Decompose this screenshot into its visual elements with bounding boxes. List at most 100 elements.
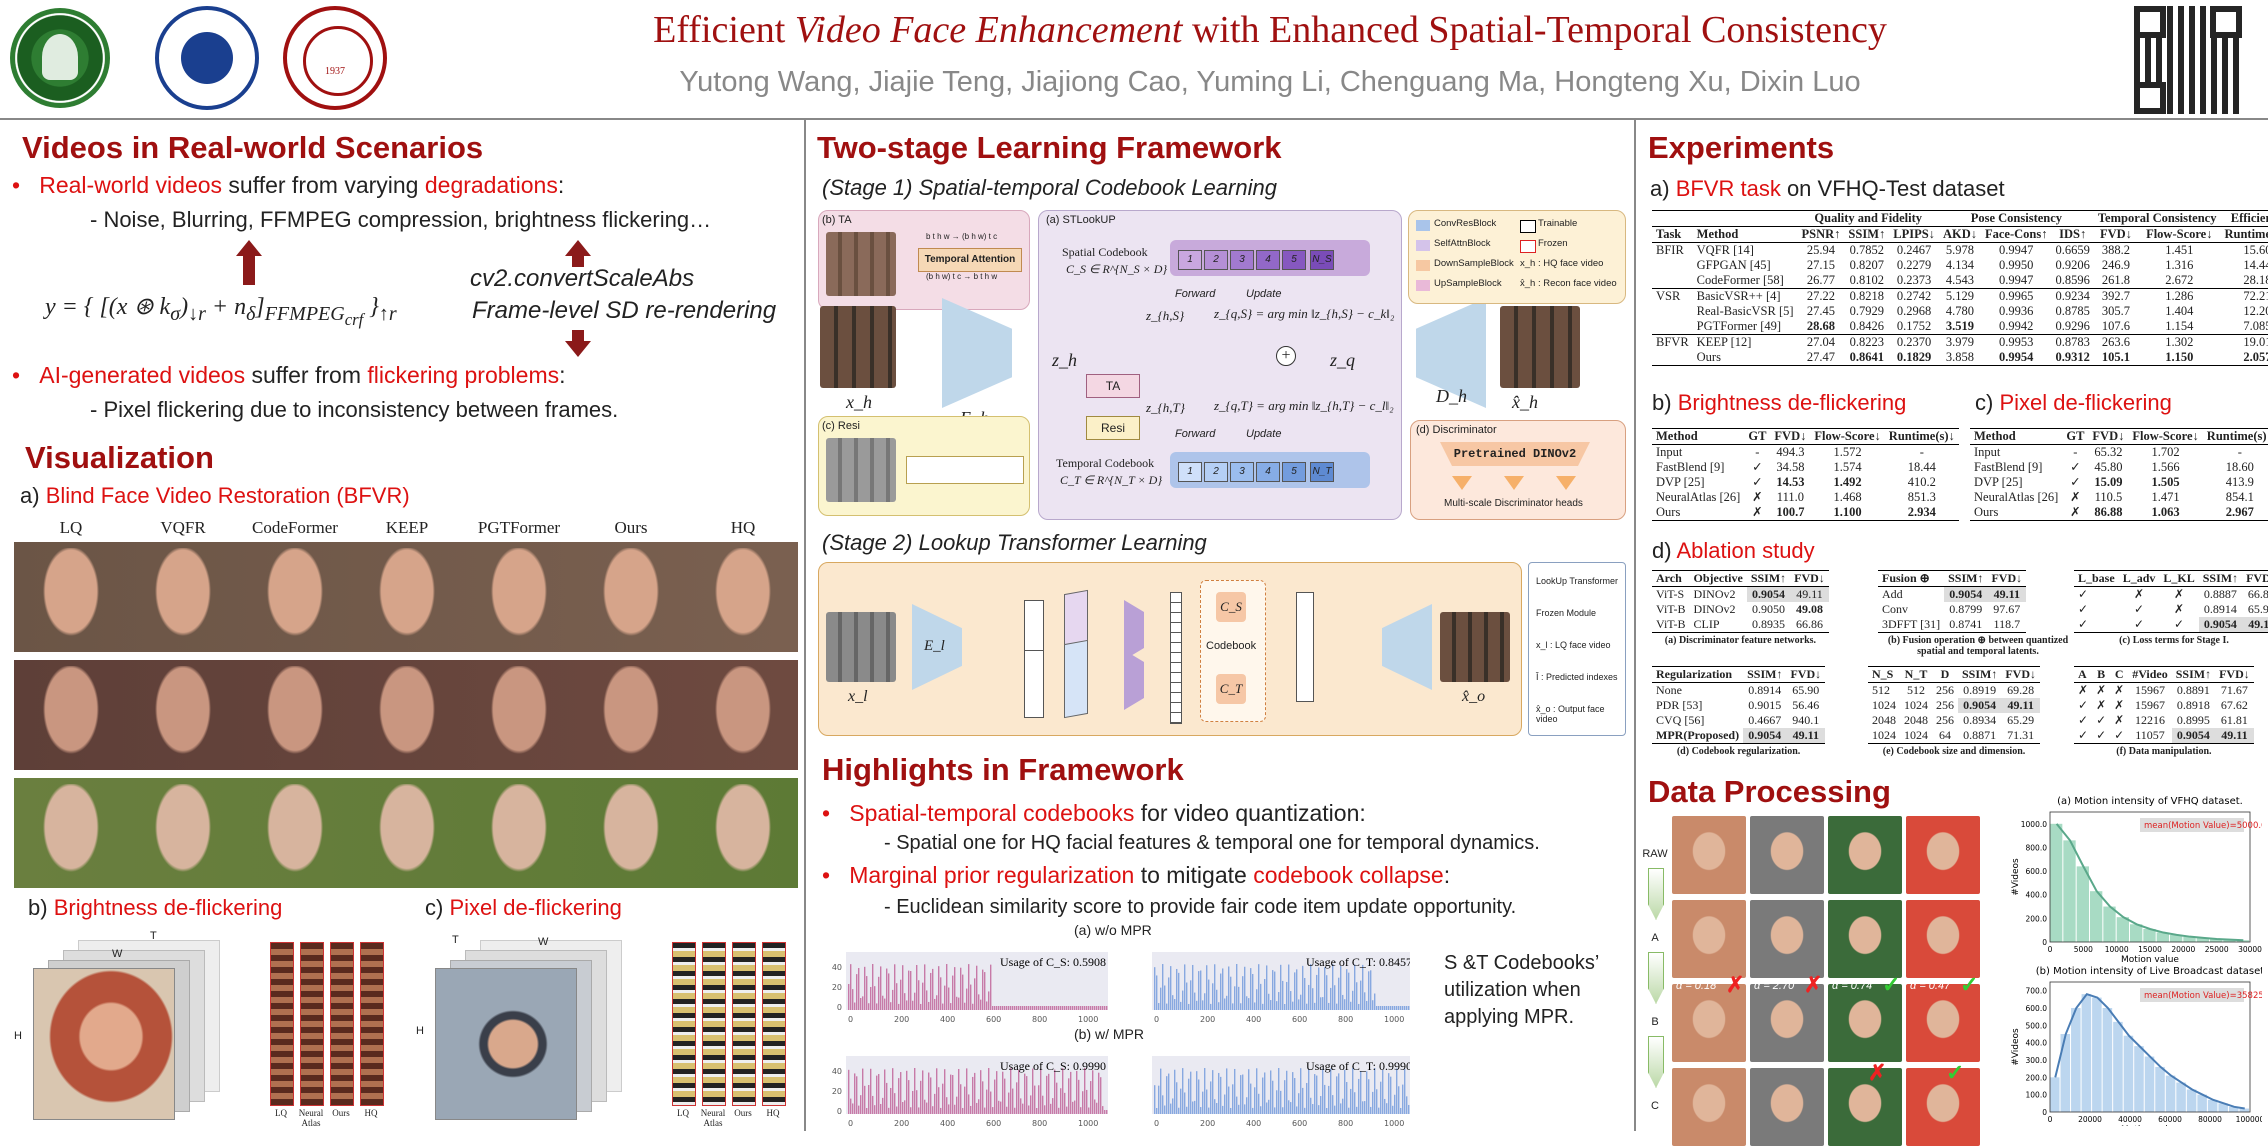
histogram-bar (1292, 1072, 1294, 1114)
histogram-bar (1094, 1099, 1096, 1114)
header: 1937 Efficient Video Face Enhancement wi… (0, 0, 2268, 118)
data-face-thumb (1828, 900, 1902, 978)
recon-output-frames (1500, 306, 1580, 388)
table-cell: 0.9054 (1743, 728, 1787, 744)
table-cell: 0.7852 (1849, 243, 1885, 257)
zju-logo (155, 6, 259, 110)
motion-bar (2218, 1103, 2228, 1112)
histogram-bar (994, 1079, 996, 1114)
histogram-bar (954, 967, 956, 1010)
table-cell: 0.9965 (1980, 288, 2052, 304)
histogram-bar (1036, 1006, 1038, 1010)
histogram-bar (886, 968, 888, 1010)
table-cell: ViT-B (1652, 617, 1690, 633)
table-cell: 65.90 (1792, 683, 1820, 697)
encoder-eh (942, 298, 1012, 408)
histogram-bar (1032, 1068, 1034, 1114)
x-tick-label: 20000 (2078, 1115, 2102, 1124)
step-arrow-icon (1648, 952, 1664, 1004)
histogram-bar (950, 1074, 952, 1114)
table-cell: - (1919, 445, 1924, 459)
histogram-bar (1064, 1092, 1066, 1114)
table-cell: 940.1 (1792, 713, 1820, 727)
histogram-bar (854, 1002, 856, 1010)
data-face-thumb (1828, 816, 1902, 894)
histogram-bar (1172, 1098, 1174, 1114)
data-face-thumb (1672, 984, 1746, 1062)
hist-xtick: 800 (1338, 1015, 1353, 1024)
x-tick-label: 100000 (2236, 1115, 2262, 1124)
qr-code[interactable] (2134, 6, 2242, 114)
table-cell: 65.90 (2247, 602, 2268, 616)
table-cell: 27.04 (1797, 334, 1845, 350)
histogram-bar (1264, 1072, 1266, 1114)
stage2-legend (1528, 562, 1626, 736)
table-cell: 61.81 (2220, 713, 2248, 727)
face-thumbnail (38, 666, 104, 762)
table-cell: DVP [25] (1974, 475, 2023, 489)
histogram-bar (1176, 1082, 1178, 1114)
table-cell: FastBlend [9] (1656, 460, 1725, 474)
table-cell: 1.451 (2165, 243, 2194, 257)
histogram-bar (1020, 1006, 1022, 1010)
histogram-bar (1022, 1103, 1024, 1114)
histogram-bar (908, 970, 910, 1010)
histogram-bar (1388, 1006, 1390, 1010)
section-title-highlights: Highlights in Framework (822, 752, 1184, 787)
table-caption: (a) Discriminator feature networks. (1664, 635, 1817, 646)
histogram-bar (980, 999, 982, 1010)
table-cell: 0.2742 (1889, 288, 1939, 304)
histogram-bar (916, 965, 918, 1010)
table-cell: FastBlend [9] (1974, 460, 2043, 474)
table-cell: DVP [25] (1656, 475, 1705, 489)
histogram-bar (1030, 1006, 1032, 1010)
histogram-bar (970, 984, 972, 1010)
histogram-bar (856, 1076, 858, 1114)
histogram-bar (908, 1080, 910, 1114)
histogram-bar (1344, 1069, 1346, 1114)
histogram-bar (946, 964, 948, 1010)
table-cell: 49.11 (2001, 698, 2041, 713)
histogram-bar (854, 1073, 856, 1114)
feature-stack (1064, 639, 1088, 719)
histogram-bar (1184, 1092, 1186, 1114)
histogram-bar (1384, 1006, 1386, 1010)
histogram-bar (1324, 967, 1326, 1010)
histogram-bar (1212, 1070, 1214, 1114)
histogram-bar (1020, 1098, 1022, 1114)
histogram-bar (1194, 992, 1196, 1010)
histogram-bar (1286, 981, 1288, 1010)
table-cell: 65.32 (2094, 445, 2123, 459)
histogram-bar (1238, 1104, 1240, 1114)
histogram-bar (1374, 1068, 1376, 1114)
histogram-bar (1334, 985, 1336, 1010)
table-cell: 1.063 (2128, 505, 2203, 521)
histogram-bar (1244, 966, 1246, 1010)
histogram-bar (1098, 1006, 1100, 1010)
table-cell: 14.53 (1776, 475, 1805, 489)
table-cell: 111.0 (1776, 490, 1804, 504)
table-header-cell: FVD↓ (2215, 666, 2254, 683)
histogram-bar (1326, 1107, 1328, 1114)
histogram-bar (1014, 1107, 1016, 1114)
histogram-bar (1078, 1079, 1080, 1114)
histogram-bar (876, 1003, 878, 1010)
histogram-bar (1084, 1068, 1086, 1114)
histogram-bar (1312, 1104, 1314, 1114)
pixel-strip (702, 942, 726, 1106)
histogram-bar (1018, 1006, 1020, 1010)
table-cell: DINOv2 (1693, 602, 1736, 616)
histogram-bar (924, 1099, 926, 1114)
histogram-bar (1028, 1105, 1030, 1114)
histogram-bar (1186, 982, 1188, 1010)
table-cell: 0.8785 (2055, 304, 2090, 318)
legend-swatch (1416, 280, 1430, 291)
histogram-bar (1052, 1006, 1054, 1010)
table-cell: 0.8995 (2176, 713, 2210, 727)
histogram-bar (1258, 964, 1260, 1010)
histogram-bar (866, 976, 868, 1010)
table-cell: 15.60 (2243, 243, 2268, 257)
